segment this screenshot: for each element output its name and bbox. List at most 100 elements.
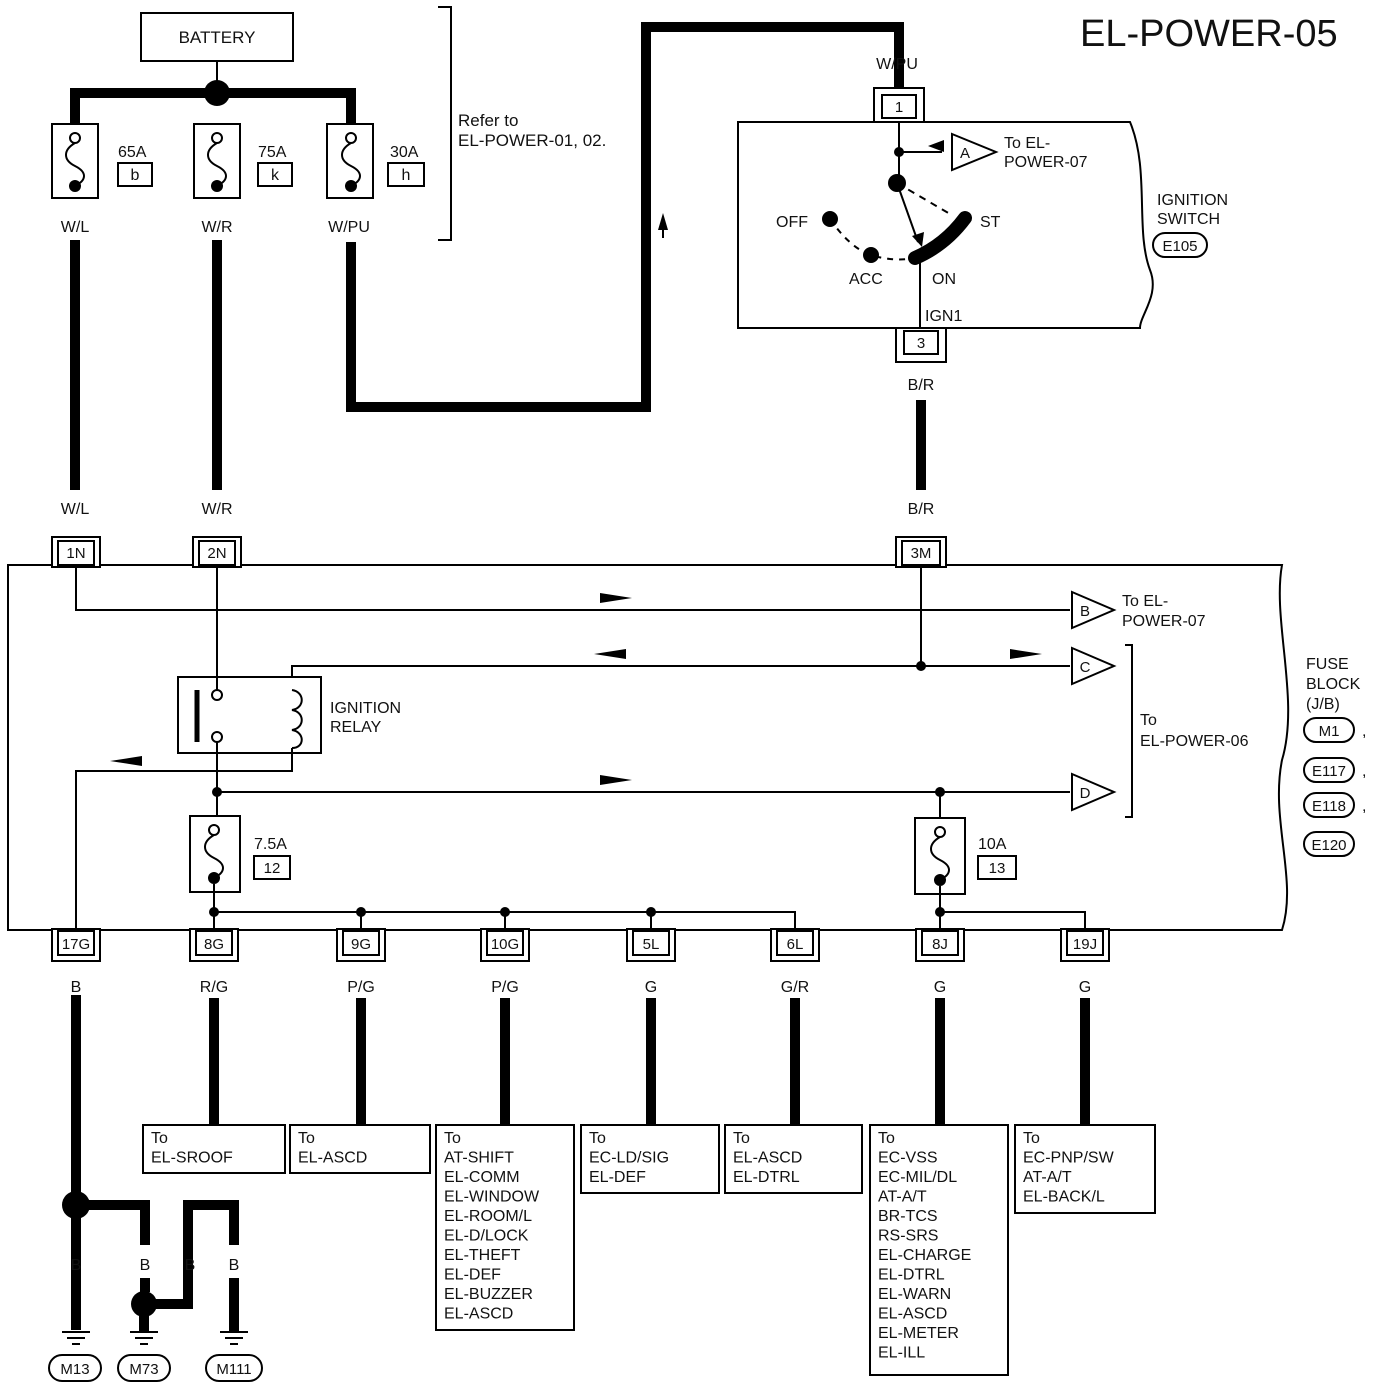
ref-c-triangle bbox=[1071, 646, 1117, 686]
fusible-link-65a bbox=[51, 123, 99, 199]
dest-9g-line: To bbox=[298, 1130, 315, 1147]
dest-box-8j bbox=[869, 1124, 1009, 1376]
wire-w-pu-top: W/PU bbox=[328, 219, 370, 236]
ground-symbol-icon bbox=[62, 1331, 90, 1345]
dest-19j-line: EC-PNP/SW bbox=[1023, 1150, 1115, 1167]
terminal-1n-label: 1N bbox=[66, 545, 85, 562]
dest-5l-line: To bbox=[589, 1130, 606, 1147]
arrow-left-icon-relay bbox=[110, 756, 142, 766]
connector-e120: E120 bbox=[1311, 837, 1346, 854]
wire-b-to-m73 bbox=[76, 1200, 150, 1245]
ignition-switch-label-1: IGNITION bbox=[1157, 192, 1228, 209]
battery-label: BATTERY bbox=[179, 28, 256, 47]
ref-d-triangle bbox=[1071, 772, 1117, 812]
junction-10g bbox=[500, 907, 510, 917]
wire-w-pu-switch: W/PU bbox=[876, 56, 918, 73]
dest-8g-line: To bbox=[151, 1130, 168, 1147]
fuse-12-number: 12 bbox=[264, 860, 281, 877]
junction-8j bbox=[935, 907, 945, 917]
terminal-8g bbox=[189, 928, 239, 962]
switch-ign1-label: IGN1 bbox=[925, 308, 962, 325]
relay-contact-bottom bbox=[211, 731, 223, 743]
switch-pos-on: ON bbox=[932, 271, 956, 288]
fuse-block-label-3: (J/B) bbox=[1306, 696, 1340, 713]
terminal-8j bbox=[915, 928, 965, 962]
ground-m111-badge bbox=[205, 1354, 263, 1382]
ref-c-letter: C bbox=[1080, 659, 1091, 676]
junction-9g bbox=[356, 907, 366, 917]
fuse-block-body bbox=[7, 564, 1290, 931]
ref-d-letter: D bbox=[1080, 785, 1091, 802]
dest-8j-line: EL-WARN bbox=[878, 1286, 951, 1303]
terminal-8j-label: 8J bbox=[932, 936, 948, 953]
ref-b-triangle bbox=[1071, 590, 1117, 630]
wire-w-pu bbox=[346, 22, 904, 412]
refer-note-line2: EL-POWER-01, 02. bbox=[458, 131, 606, 150]
dest-6l-line: EL-ASCD bbox=[733, 1150, 802, 1167]
dest-8j-line: RS-SRS bbox=[878, 1228, 938, 1245]
fuse-30a-code-box bbox=[387, 162, 425, 187]
connector-e105-badge bbox=[1152, 232, 1208, 258]
dest-5l-line: EC-LD/SIG bbox=[589, 1150, 669, 1167]
wire-w-r-mid: W/R bbox=[201, 501, 232, 518]
ref-a-triangle bbox=[951, 132, 999, 172]
terminal-8g-label: 8G bbox=[204, 936, 224, 953]
fusible-link-30a bbox=[326, 123, 374, 199]
dest-19j-line: To bbox=[1023, 1130, 1040, 1147]
ground-m111: M111 bbox=[216, 1361, 251, 1378]
terminal-2n bbox=[192, 536, 242, 568]
ground-symbol-icon bbox=[130, 1331, 158, 1345]
dest-10g-line: EL-THEFT bbox=[444, 1247, 521, 1264]
destination-boxes: ToEL-SROOFToEL-ASCDToAT-SHIFTEL-COMMEL-W… bbox=[142, 1124, 1156, 1376]
fuse-13-output-bus bbox=[939, 886, 1086, 935]
ref-cd-line2: EL-POWER-06 bbox=[1140, 733, 1249, 750]
switch-terminal-1-box bbox=[881, 94, 917, 119]
terminal-17g-label: 17G bbox=[62, 936, 90, 953]
ignition-switch-label-2: SWITCH bbox=[1157, 211, 1220, 228]
arrow-right-icon-b bbox=[600, 593, 632, 603]
junction-d-left bbox=[212, 787, 222, 797]
dest-5l-line: EL-DEF bbox=[589, 1169, 646, 1186]
ignition-relay-box bbox=[177, 676, 322, 754]
terminal-5l bbox=[626, 928, 676, 962]
terminal-19j bbox=[1060, 928, 1110, 962]
wire-color-8g: R/G bbox=[200, 979, 228, 996]
dest-box-8g bbox=[142, 1124, 286, 1174]
junction-5l bbox=[646, 907, 656, 917]
dest-box-5l bbox=[580, 1124, 720, 1194]
arrow-right-icon-a bbox=[928, 140, 944, 152]
wire-b-to-m111 bbox=[144, 1200, 239, 1309]
relay-contact-top bbox=[211, 689, 223, 701]
switch-pos-acc: ACC bbox=[849, 271, 883, 288]
ground-m111-wire: B bbox=[229, 1257, 240, 1274]
wire-color-19j: G bbox=[1079, 979, 1091, 996]
relay-label-2: RELAY bbox=[330, 719, 382, 736]
connector-e105: E105 bbox=[1162, 238, 1197, 255]
dest-8j-line: EL-DTRL bbox=[878, 1267, 945, 1284]
fuse-13 bbox=[914, 817, 966, 895]
fuse-65a-rating: 65A bbox=[118, 144, 147, 161]
ref-b-line1: To EL- bbox=[1122, 593, 1168, 610]
dest-box-6l bbox=[724, 1124, 863, 1194]
terminal-1n bbox=[51, 536, 101, 568]
dest-10g-line: EL-ROOM/L bbox=[444, 1208, 532, 1225]
dest-8j-line: To bbox=[878, 1130, 895, 1147]
fuse-75a-rating: 75A bbox=[258, 144, 287, 161]
terminal-17g bbox=[51, 928, 101, 962]
connector-m1-badge bbox=[1303, 717, 1355, 743]
relay-label-1: IGNITION bbox=[330, 700, 401, 717]
wire-b-r-bottom: B/R bbox=[908, 501, 935, 518]
wire-w-r-top: W/R bbox=[201, 219, 232, 236]
ref-b-letter: B bbox=[1080, 603, 1090, 620]
dest-10g-line: To bbox=[444, 1130, 461, 1147]
terminal-2n-label: 2N bbox=[207, 545, 226, 562]
ref-a-line1: To EL- bbox=[1004, 135, 1050, 152]
wire-w-l-mid: W/L bbox=[61, 501, 90, 518]
ref-a-letter: A bbox=[960, 145, 970, 162]
switch-terminal-1: 1 bbox=[895, 99, 903, 116]
ground-extra-wire: B bbox=[185, 1257, 196, 1274]
switch-pos-off: OFF bbox=[776, 214, 808, 231]
connector-e117-badge bbox=[1303, 757, 1355, 783]
